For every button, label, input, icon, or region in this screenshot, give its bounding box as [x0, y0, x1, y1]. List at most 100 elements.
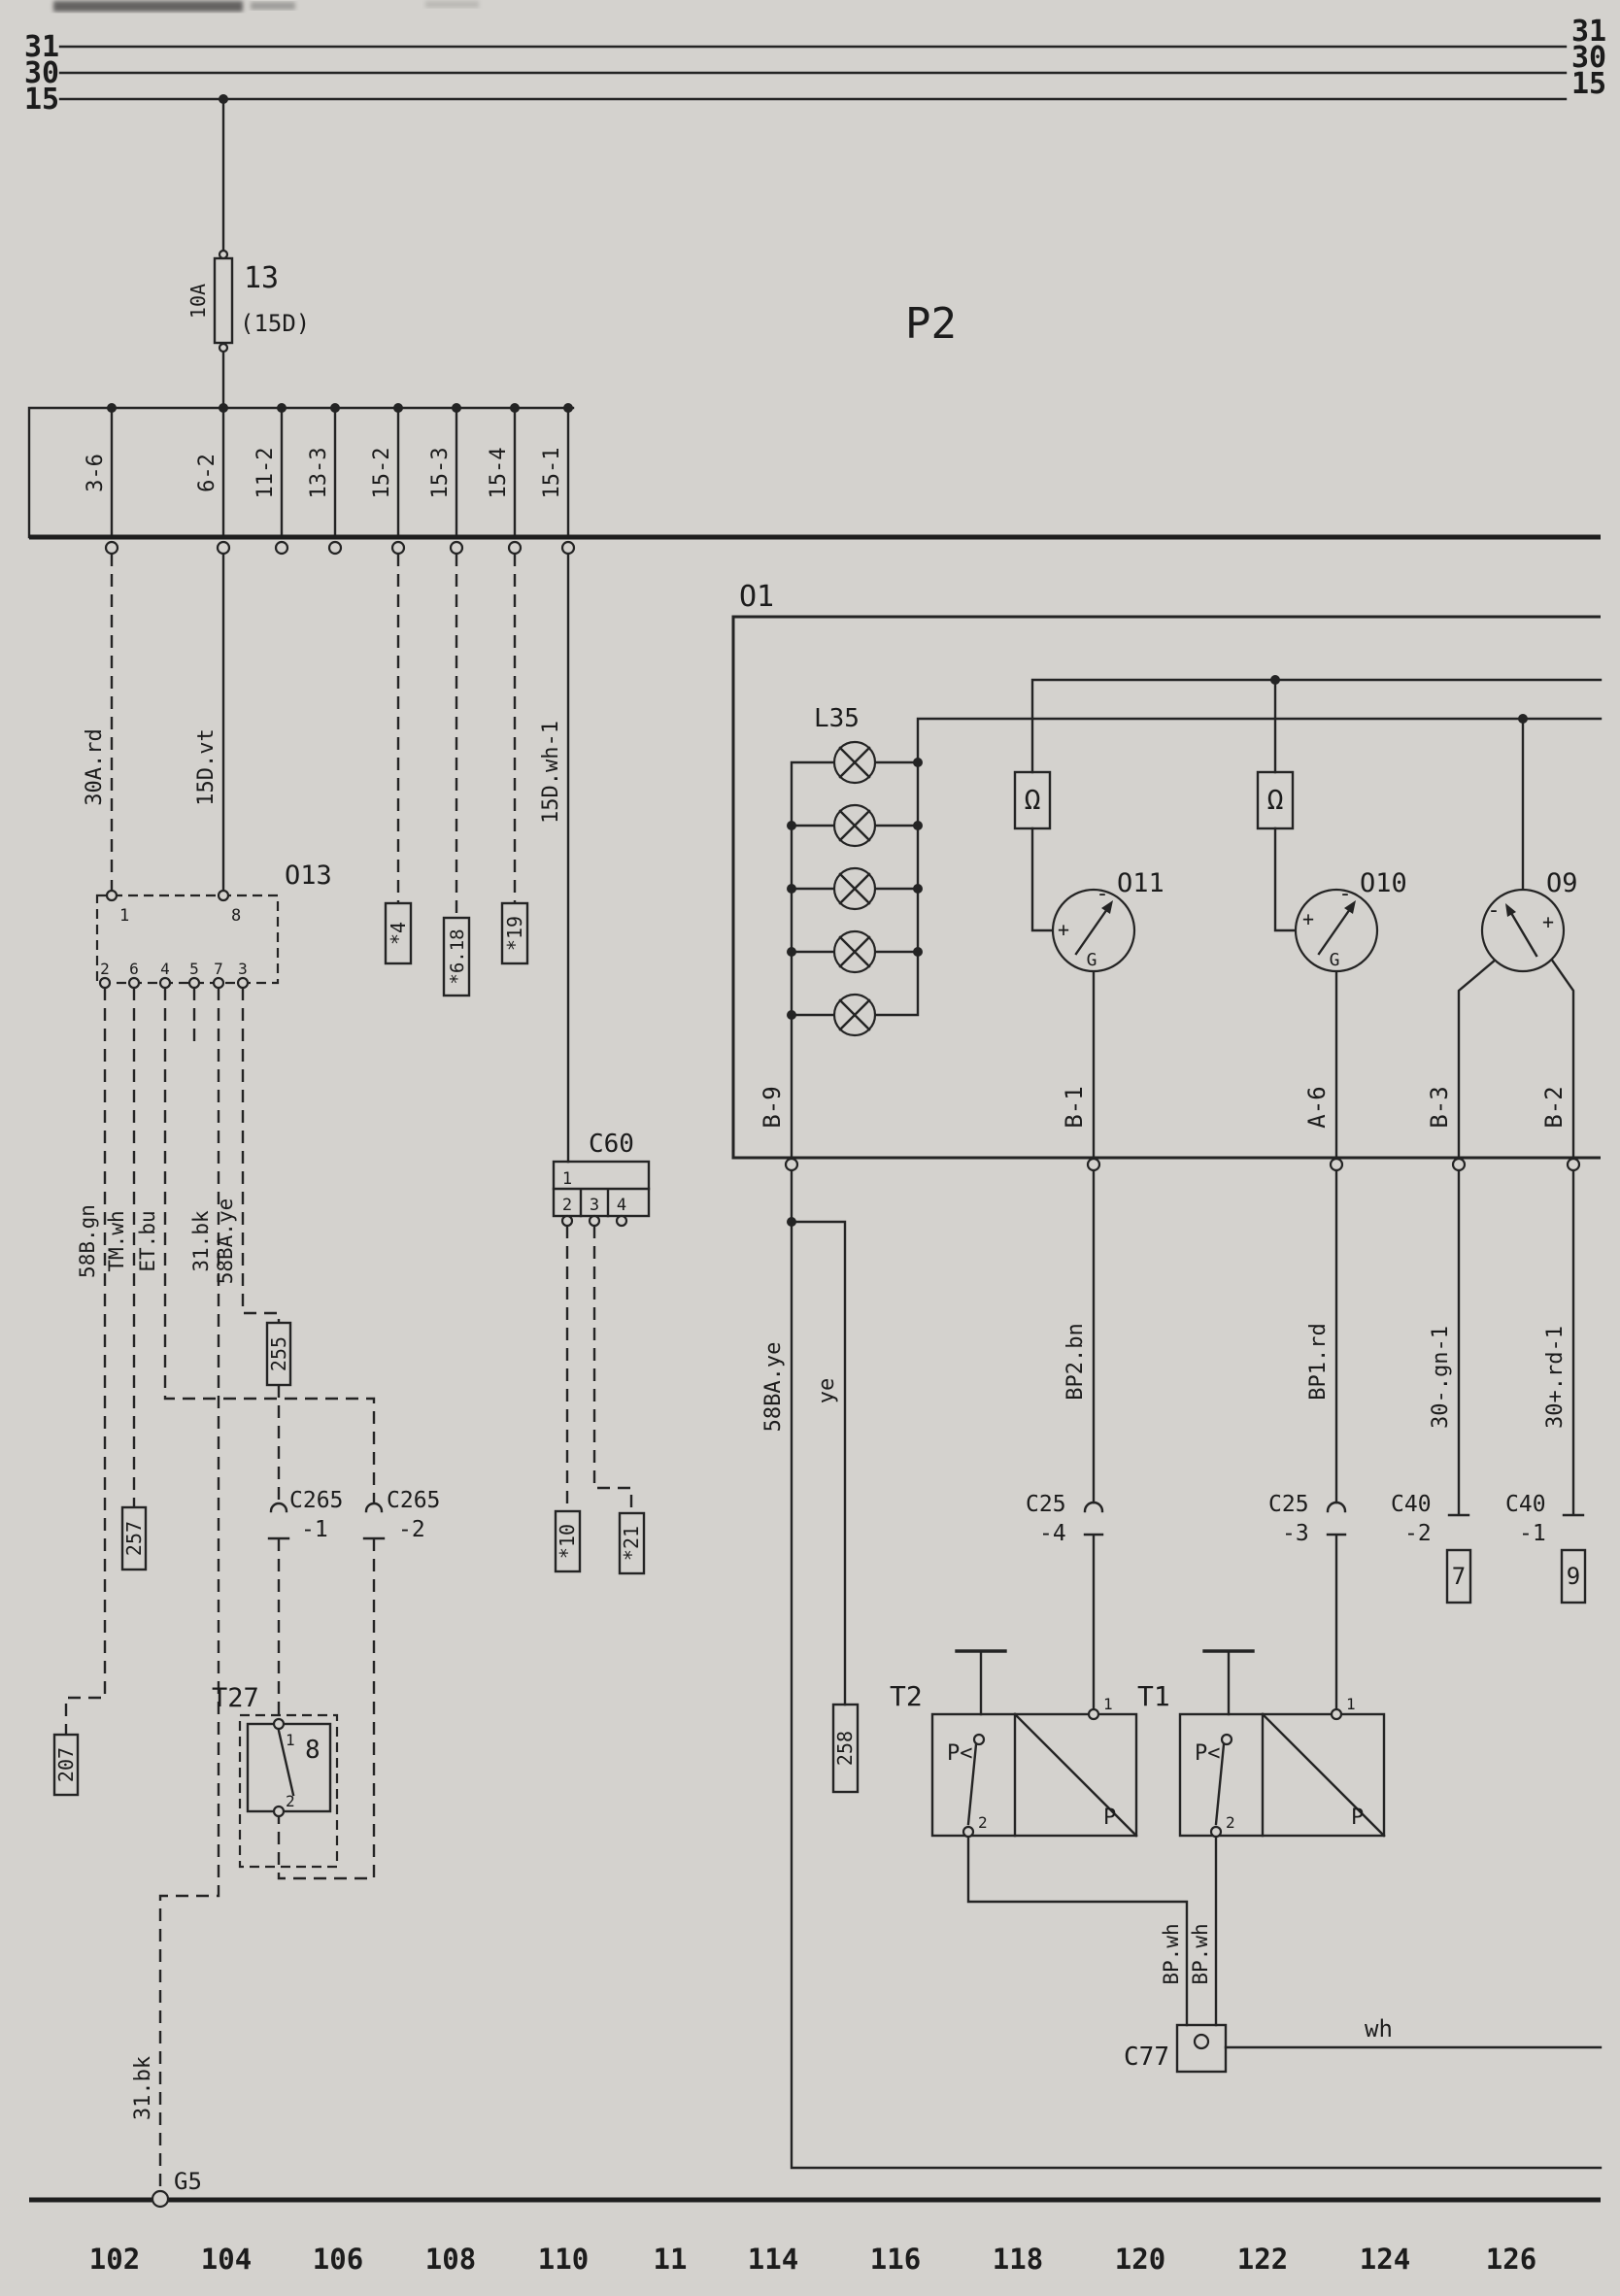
component-label-T1: T1: [1137, 1680, 1170, 1712]
wire-label-ye: ye: [815, 1378, 839, 1404]
inline-connector-symbols: [269, 1501, 1347, 1513]
pin-number: 2: [562, 1196, 572, 1215]
sensor-T2-body: [930, 1712, 1138, 1838]
rail-31-right: 31: [1571, 15, 1606, 49]
ref-box-4: [384, 901, 413, 965]
grid-ref: 11: [654, 2243, 688, 2276]
polarity-mark: -: [1096, 882, 1108, 906]
wire-label-15D-wh-1: 15D.wh-1: [539, 721, 563, 824]
component-label-L35: L35: [814, 704, 860, 733]
fuse-terminal-top: [218, 249, 229, 260]
ground-label-G5: G5: [174, 2168, 202, 2195]
fuse-13: 10A 13 (15D): [186, 261, 310, 337]
junction-dots: [107, 94, 1528, 1227]
pin-number: 6: [129, 960, 139, 978]
pin-number: 1: [286, 1731, 295, 1749]
connector-C60: C60 1 2 3 4: [562, 1130, 634, 1215]
instrument-cluster-O1-outline: [731, 615, 1601, 1160]
component-T27-outline: [238, 1713, 339, 1869]
sensor-T1-body: [1178, 1712, 1386, 1838]
resistor-left-body: [1013, 770, 1052, 830]
connector-label: C265: [387, 1488, 440, 1513]
pin-label-A6: A-6: [1303, 1086, 1331, 1128]
connector-C60-body: [552, 1160, 651, 1218]
pin-label-B9: B-9: [759, 1086, 786, 1128]
grid-ref: 114: [748, 2243, 798, 2276]
ref-box-19: [500, 901, 529, 965]
ref-label: 258: [833, 1731, 857, 1766]
pin-number: 3: [238, 960, 248, 978]
symbol-overlays: [277, 746, 1538, 1826]
pin-number: 7: [214, 960, 223, 978]
ref-label: *10: [556, 1524, 579, 1559]
pressure-switch-mark: P<: [1195, 1741, 1221, 1766]
ref-box-255: [265, 1321, 292, 1387]
ref-label: 207: [54, 1747, 78, 1782]
pin-label-B1: B-1: [1061, 1086, 1088, 1128]
rail-15-right: 15: [1571, 67, 1606, 101]
sensor-wire-labels: 58BA.ye ye BP2.bn BP1.rd 30-.gn-1 30+.rd…: [761, 1323, 1568, 1432]
ref-box-9: [1560, 1548, 1587, 1604]
gauge-letter: G: [1087, 950, 1097, 970]
polarity-mark: -: [1487, 898, 1500, 923]
ref-box-7: [1445, 1548, 1472, 1604]
pin-label: 6-2: [195, 454, 219, 492]
connector-label: -2: [398, 1517, 425, 1542]
wire-label-58BA-ye: 58BA.ye: [214, 1199, 237, 1285]
fuse-body: [213, 256, 234, 345]
wire-label-BP1-rd: BP1.rd: [1306, 1323, 1331, 1400]
pin-number: 1: [119, 906, 129, 926]
o13-output-wire-labels: 58B.gn TM.wh ET.bu 31.bk 58BA.ye: [76, 1199, 237, 1285]
fuse-circuit: (15D): [240, 310, 310, 337]
bulkhead-connector-labels: 3-6 6-2 11-2 13-3 15-2 15-3 15-4 15-1: [84, 448, 564, 499]
fuse-rating: 10A: [186, 284, 210, 319]
wire-runs-dashed: [64, 554, 633, 2191]
ref-box-21: [618, 1511, 646, 1575]
resistor-symbol-right: Ω: [1267, 784, 1284, 816]
resistor-symbol-left: Ω: [1025, 784, 1041, 816]
ref-label: 257: [122, 1521, 146, 1556]
ref-label: *4: [387, 922, 410, 945]
reference-box-labels: *4 *6.18 *19 255 257 207 *10 *21 258 7 9: [54, 916, 1580, 1782]
pin-number: 4: [617, 1196, 626, 1215]
ref-label: 255: [267, 1336, 290, 1371]
pin-number: 2: [100, 960, 110, 978]
wire-label-30A-rd: 30A.rd: [83, 728, 107, 805]
ref-box-257: [120, 1505, 148, 1571]
wire-runs-solid: [27, 45, 1603, 2170]
wire-label-BP-wh-right: BP.wh: [1189, 1923, 1212, 1984]
pressure-switch-mark: P<: [947, 1741, 973, 1766]
pin-number: 8: [305, 1736, 321, 1765]
wire-label-30m-gn-1: 30-.gn-1: [1429, 1326, 1453, 1429]
rail-15-left: 15: [24, 83, 59, 117]
pin-number: 3: [590, 1196, 599, 1215]
page-title: P2: [905, 299, 957, 349]
connector-label: -1: [1519, 1521, 1546, 1546]
ref-box-207: [52, 1733, 80, 1797]
pin-label: 11-2: [253, 448, 278, 499]
connector-label: C40: [1391, 1492, 1432, 1517]
pin-number: 2: [286, 1792, 295, 1810]
rail-30-right: 30: [1571, 41, 1606, 75]
connector-label: C40: [1505, 1492, 1546, 1517]
component-label-T2: T2: [890, 1680, 923, 1712]
pin-label: 3-6: [84, 454, 108, 492]
ref-label: 7: [1452, 1563, 1466, 1590]
pin-label: 13-3: [307, 448, 331, 499]
component-O13: O13 1 8 2 6 4 5 7 3: [100, 861, 332, 978]
ref-box-10: [554, 1509, 582, 1573]
sensor-T2: T2 P< P 1 2: [890, 1680, 1116, 1832]
ref-label: *6.18: [447, 929, 468, 984]
needle-arrow-O10: [1344, 900, 1356, 914]
component-O13-outline: [95, 894, 280, 985]
pin-number: 1: [562, 1169, 572, 1189]
wire-label-31-bk: 31.bk: [189, 1210, 213, 1272]
wire-label-30p-rd-1: 30+.rd-1: [1543, 1326, 1568, 1429]
grid-ref: 120: [1115, 2243, 1165, 2276]
resistor-right-body: [1256, 770, 1295, 830]
polarity-mark: +: [1058, 918, 1069, 941]
connector-label: -1: [301, 1517, 328, 1542]
grid-ref: 102: [89, 2243, 140, 2276]
rail-30-left: 30: [24, 56, 59, 90]
